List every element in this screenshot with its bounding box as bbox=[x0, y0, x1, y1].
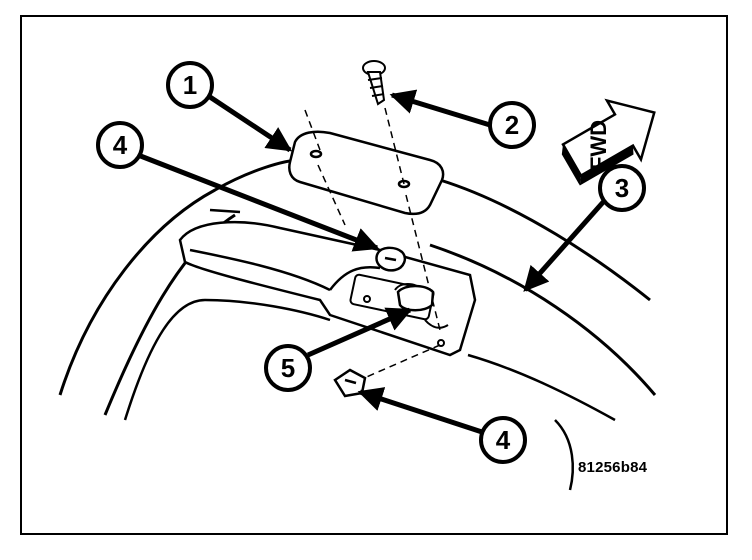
retaining-clip-lower bbox=[333, 368, 367, 398]
overhead-console bbox=[178, 208, 477, 357]
callout-3: 3 bbox=[598, 164, 646, 212]
callout-4-lower-label: 4 bbox=[496, 425, 511, 455]
callout-2-label: 2 bbox=[505, 110, 519, 140]
callout-1: 1 bbox=[166, 61, 214, 109]
fwd-label: FWD bbox=[586, 120, 611, 170]
callout-1-label: 1 bbox=[183, 70, 197, 100]
bezel-plate bbox=[288, 130, 445, 216]
lamp-bulb bbox=[396, 284, 435, 312]
callout-3-label: 3 bbox=[615, 173, 629, 203]
callout-5-label: 5 bbox=[281, 353, 295, 383]
retaining-clip-upper bbox=[375, 246, 407, 272]
windshield-opening bbox=[123, 298, 616, 491]
figure-id: 81256b84 bbox=[578, 459, 648, 476]
leader-lines bbox=[137, 89, 607, 435]
forward-direction-arrow: FWD bbox=[561, 98, 656, 186]
screw bbox=[362, 60, 386, 106]
callout-4-upper-label: 4 bbox=[113, 130, 128, 160]
alignment-lines bbox=[304, 107, 441, 383]
callout-4-lower: 4 bbox=[479, 416, 527, 464]
callout-5: 5 bbox=[264, 344, 312, 392]
figure-frame bbox=[20, 15, 728, 535]
callout-2: 2 bbox=[488, 101, 536, 149]
callout-4-upper: 4 bbox=[96, 121, 144, 169]
